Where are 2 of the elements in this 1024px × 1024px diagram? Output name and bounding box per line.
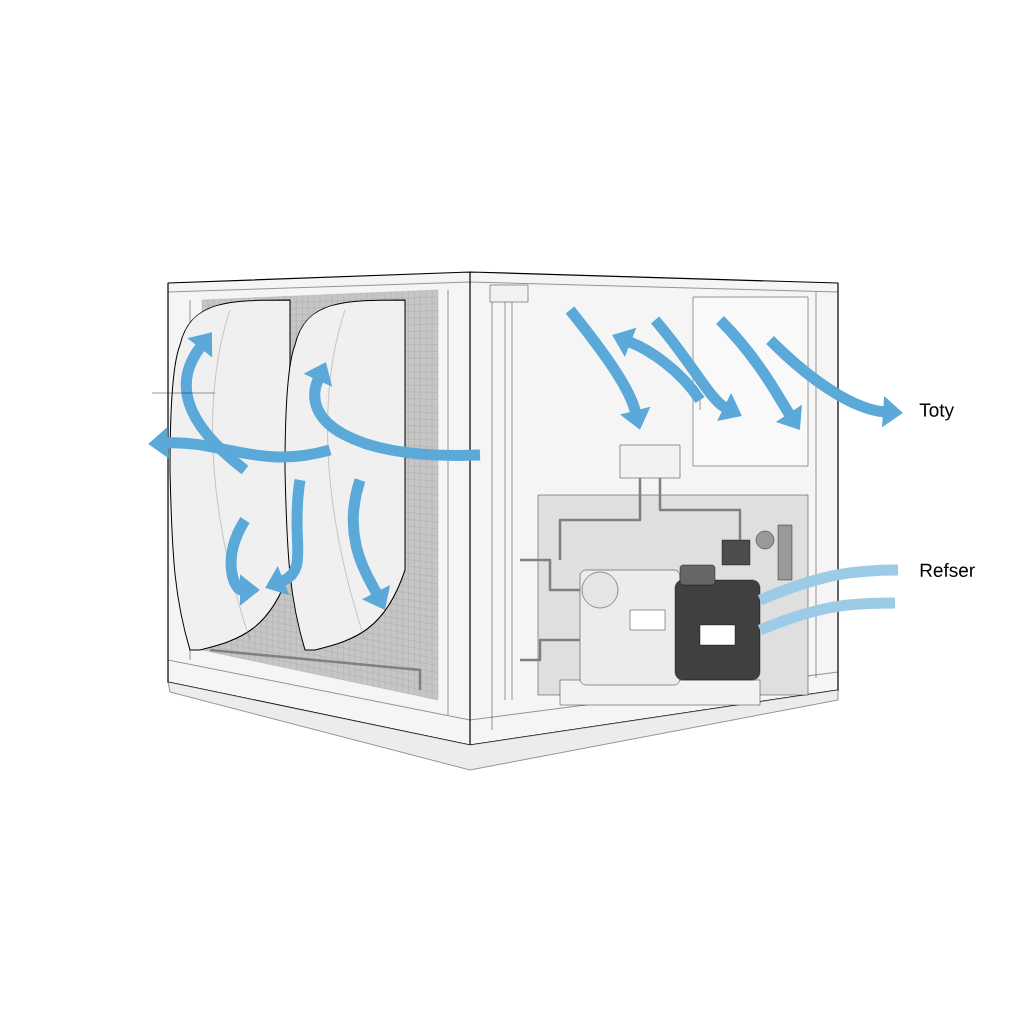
label: Toty [919, 403, 955, 421]
label: Refser [920, 563, 975, 577]
